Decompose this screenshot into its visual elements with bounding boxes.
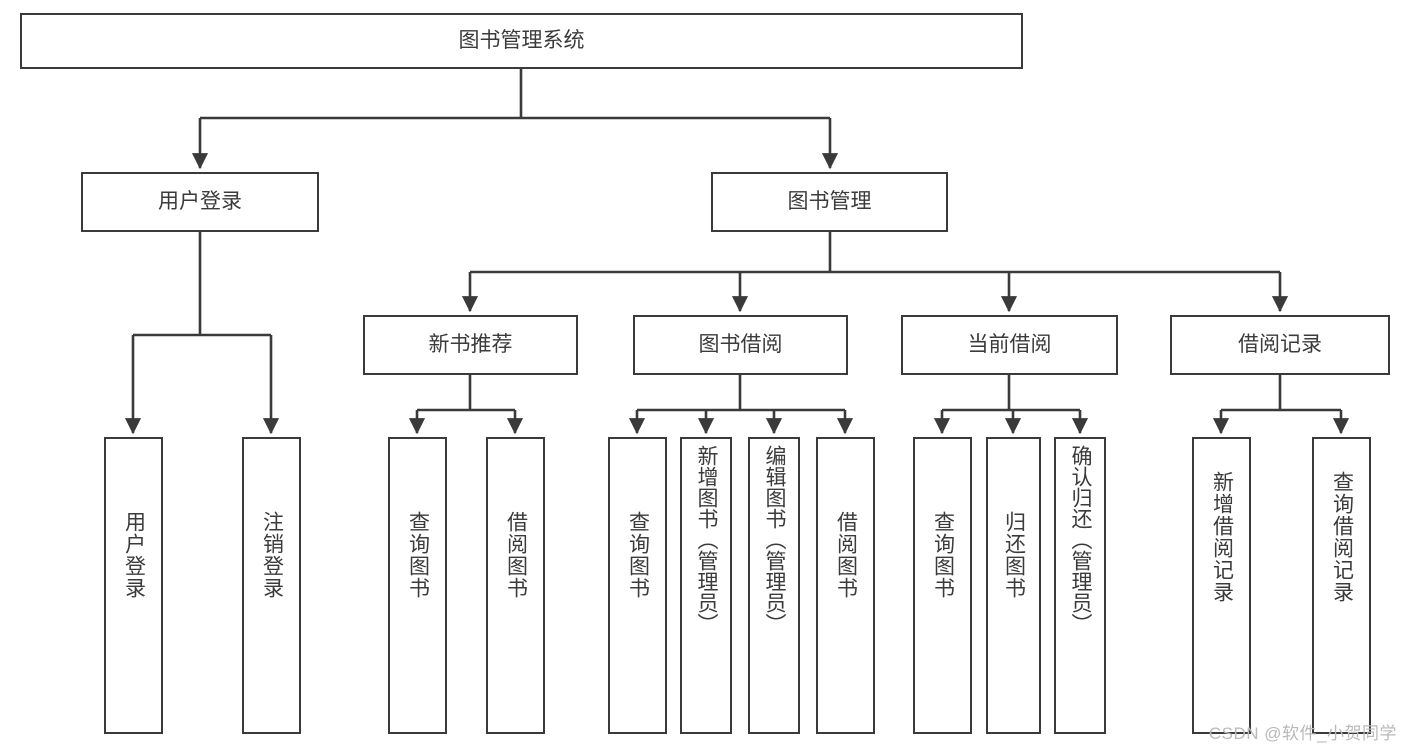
node-leaf-query-record[interactable]: 查询借阅记录 [1312,437,1371,734]
node-user-login-label: 用户登录 [158,189,242,213]
node-leaf-edit-book[interactable]: 编辑图书（管理员） [748,437,800,734]
node-leaf-add-record-label: 新增借阅记录 [1210,471,1234,603]
node-borrow-record-label: 借阅记录 [1238,332,1322,356]
node-current-borrow[interactable]: 当前借阅 [901,315,1118,375]
node-leaf-query-book-2-label: 查询图书 [626,511,650,599]
node-book-borrow[interactable]: 图书借阅 [633,315,848,375]
node-leaf-user-logout[interactable]: 注销登录 [242,437,301,734]
node-leaf-borrow-book-2-label: 借阅图书 [834,511,858,599]
node-leaf-user-login[interactable]: 用户登录 [104,437,163,734]
node-leaf-add-book-label: 新增图书（管理员） [695,445,719,634]
node-leaf-return-book-label: 归还图书 [1002,511,1026,599]
node-new-book-recommend[interactable]: 新书推荐 [363,315,578,375]
node-leaf-add-record[interactable]: 新增借阅记录 [1192,437,1251,734]
node-leaf-query-book-1[interactable]: 查询图书 [388,437,447,734]
node-leaf-query-book-3[interactable]: 查询图书 [913,437,972,734]
node-leaf-edit-book-label: 编辑图书（管理员） [763,445,787,634]
node-leaf-borrow-book-2[interactable]: 借阅图书 [816,437,875,734]
node-leaf-query-book-2[interactable]: 查询图书 [608,437,667,734]
node-leaf-confirm-return-label: 确认归还（管理员） [1069,445,1093,634]
node-leaf-add-book[interactable]: 新增图书（管理员） [680,437,732,734]
node-user-login[interactable]: 用户登录 [81,172,319,232]
watermark: CSDN @软件_小贺同学 [1208,724,1397,743]
node-borrow-record[interactable]: 借阅记录 [1170,315,1390,375]
node-leaf-query-book-1-label: 查询图书 [406,511,430,599]
node-leaf-user-logout-label: 注销登录 [260,511,284,599]
node-root-label: 图书管理系统 [458,28,585,52]
node-leaf-confirm-return[interactable]: 确认归还（管理员） [1054,437,1106,734]
node-book-manage[interactable]: 图书管理 [711,172,948,232]
node-leaf-borrow-book-1-label: 借阅图书 [504,511,528,599]
node-new-book-recommend-label: 新书推荐 [428,332,513,356]
node-book-borrow-label: 图书借阅 [698,332,783,356]
node-leaf-user-login-label: 用户登录 [122,511,146,599]
node-book-manage-label: 图书管理 [787,189,872,213]
node-root[interactable]: 图书管理系统 [20,13,1023,69]
node-leaf-return-book[interactable]: 归还图书 [986,437,1041,734]
node-leaf-query-book-3-label: 查询图书 [931,511,955,599]
node-leaf-query-record-label: 查询借阅记录 [1330,471,1354,603]
node-leaf-borrow-book-1[interactable]: 借阅图书 [486,437,545,734]
node-current-borrow-label: 当前借阅 [967,332,1052,356]
